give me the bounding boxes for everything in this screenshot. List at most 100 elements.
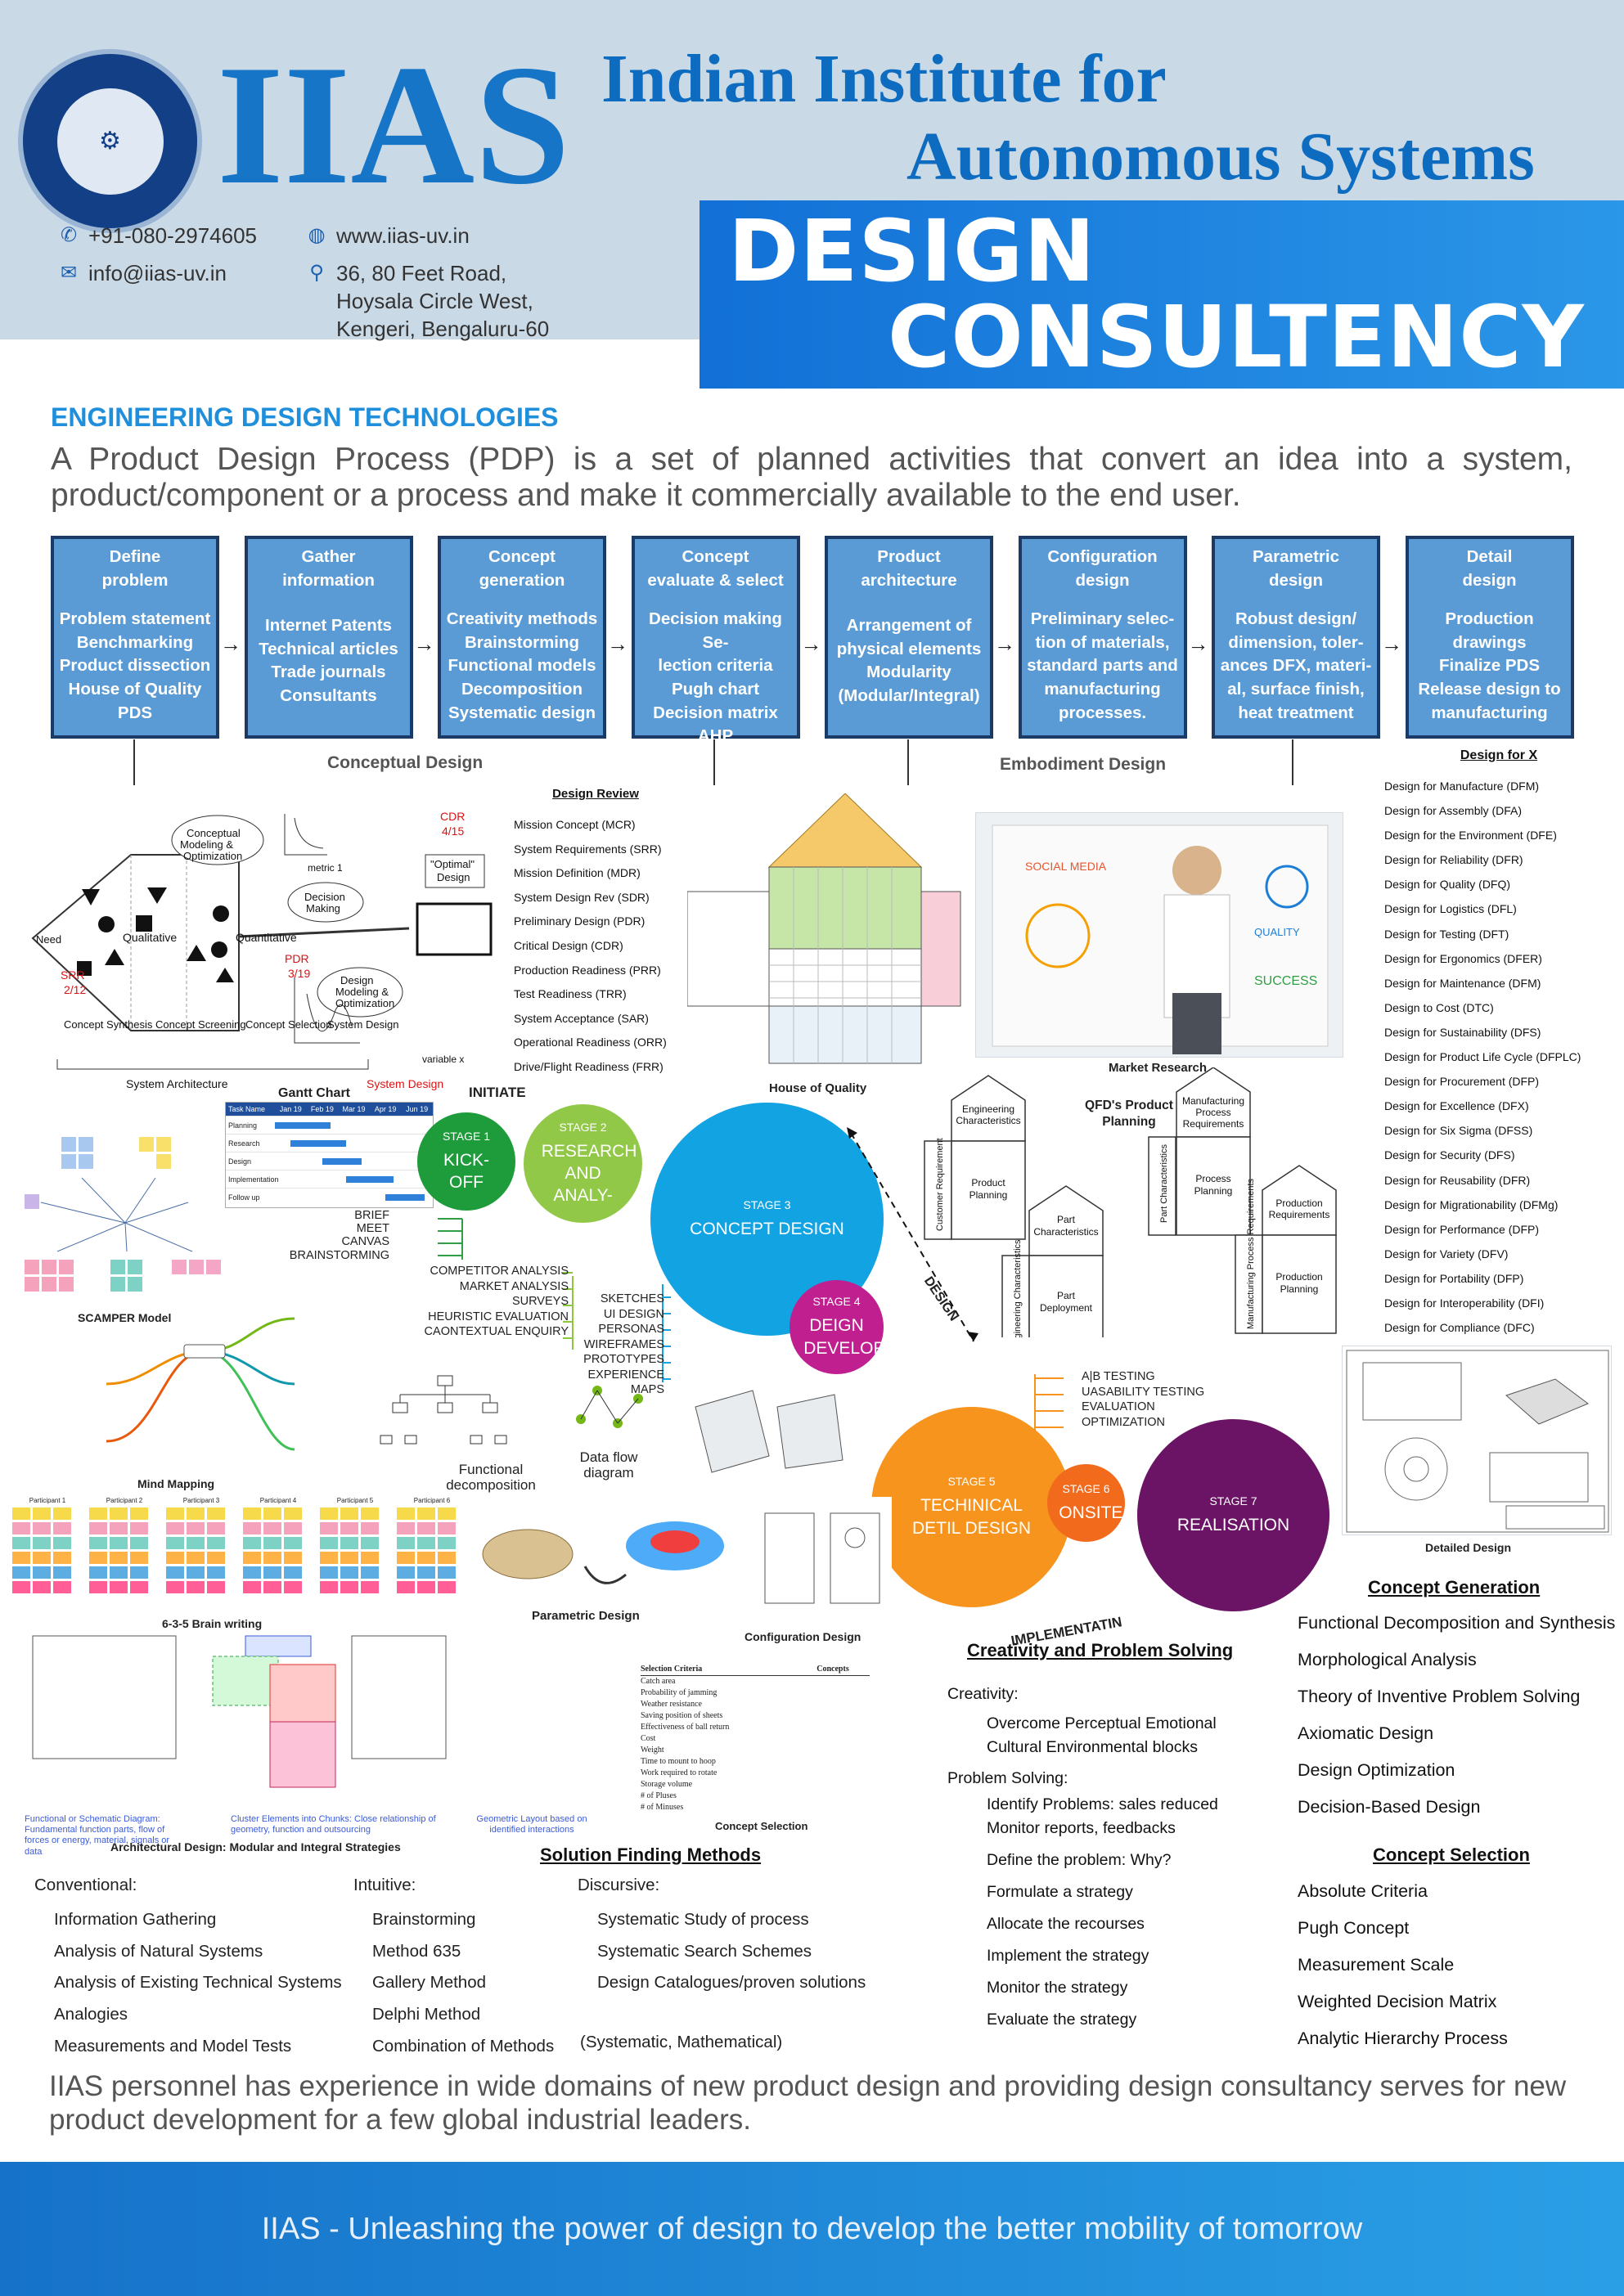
table-row: Cost <box>641 1734 656 1743</box>
list-item: Systematic Study of process <box>597 1910 809 1929</box>
participant-column: Participant 6 <box>397 1497 467 1596</box>
svg-text:2/12: 2/12 <box>64 983 86 996</box>
list-item: Design for Logistics (DFL) <box>1384 902 1517 916</box>
detailed-design-caption: Detailed Design <box>1425 1541 1512 1554</box>
arrow-right-icon: → <box>220 631 241 656</box>
list-item: Design for Six Sigma (DFSS) <box>1384 1124 1533 1138</box>
list-item: HEURISTIC EVALUATION <box>428 1310 569 1323</box>
svg-text:SUCCESS: SUCCESS <box>1254 974 1317 988</box>
parametric-design-image <box>479 1497 732 1607</box>
initiate-label: INITIATE <box>469 1085 526 1100</box>
svg-text:"Optimal": "Optimal" <box>430 858 475 870</box>
svg-text:Part: Part <box>1057 1290 1076 1301</box>
svg-text:Modeling &: Modeling & <box>180 838 233 851</box>
svg-text:Part: Part <box>1057 1214 1076 1225</box>
scamper-caption: SCAMPER Model <box>78 1311 172 1324</box>
system-design-diagram: Need Qualitative Quantitative SRR 2/12 P… <box>31 810 493 1090</box>
arrow-right-icon: → <box>800 631 822 656</box>
svg-text:Manufacturing Process Requirem: Manufacturing Process Requirements <box>1246 1178 1256 1329</box>
solution-finding-title: Solution Finding Methods <box>540 1844 762 1865</box>
svg-text:Requirements: Requirements <box>1183 1118 1244 1130</box>
qfd-caption: QFD's Product Planning <box>1085 1099 1173 1130</box>
arch-note-2: Cluster Elements into Chunks: Close rela… <box>231 1814 436 1835</box>
list-item: SKETCHES <box>600 1292 664 1305</box>
title-consultancy: CONSULTENCY <box>888 287 1585 387</box>
list-item: Gallery Method <box>372 1973 487 1993</box>
svg-text:Planning: Planning <box>1280 1283 1319 1295</box>
svg-text:Decision: Decision <box>304 891 345 903</box>
table-row: Work required to rotate <box>641 1768 718 1777</box>
svg-text:Characteristics: Characteristics <box>1033 1226 1098 1238</box>
svg-text:Production: Production <box>1275 1197 1322 1209</box>
list-item: Design for Compliance (DFC) <box>1384 1321 1535 1335</box>
table-row: # of Pluses <box>641 1791 677 1800</box>
config-caption: Configuration Design <box>745 1630 861 1643</box>
website-contact[interactable]: ◍www.iias-uv.in <box>308 223 470 248</box>
svg-text:Characteristics: Characteristics <box>956 1115 1020 1126</box>
list-item: Design for Sustainability (DFS) <box>1384 1025 1541 1039</box>
func-decomp-caption: Functional decomposition <box>446 1462 536 1493</box>
house-of-quality-caption: House of Quality <box>769 1081 867 1095</box>
globe-icon: ◍ <box>308 224 326 246</box>
participant-column: Participant 5 <box>320 1497 390 1596</box>
svg-text:Production: Production <box>1275 1271 1322 1283</box>
list-item: CANVAS <box>341 1235 389 1249</box>
list-item: Production Readiness (PRR) <box>514 963 661 977</box>
email-contact[interactable]: ✉info@iias-uv.in <box>60 261 227 285</box>
svg-text:Qualitative: Qualitative <box>123 931 177 944</box>
list-item: Critical Design (CDR) <box>514 938 623 952</box>
phone-icon: ✆ <box>60 224 78 246</box>
list-item: Measurements and Model Tests <box>54 2036 292 2056</box>
list-item: WIREFRAMES <box>583 1337 664 1351</box>
arrow-right-icon: → <box>413 631 435 656</box>
list-item: System Acceptance (SAR) <box>514 1011 649 1025</box>
address-contact: ⚲ 36, 80 Feet Road,Hoysala Circle West,K… <box>307 260 549 343</box>
svg-text:4/15: 4/15 <box>442 824 464 838</box>
embodiment-design-label: Embodiment Design <box>1000 755 1167 774</box>
list-item: Systematic Search Schemes <box>597 1941 812 1961</box>
list-item: Morphological Analysis <box>1298 1650 1477 1669</box>
list-item: Delphi Method <box>372 2005 481 2024</box>
gantt-row: Research <box>226 1134 433 1152</box>
iias-logo: ⚙ <box>18 49 202 233</box>
market-research-caption: Market Research <box>1109 1061 1208 1075</box>
svg-text:Planning: Planning <box>969 1189 1008 1201</box>
svg-text:System Design: System Design <box>327 1018 398 1031</box>
participant-column: Participant 4 <box>243 1497 313 1596</box>
list-item: Decision-Based Design <box>1298 1797 1481 1817</box>
svg-text:Making: Making <box>306 902 340 914</box>
participant-column: Participant 3 <box>166 1497 236 1596</box>
list-item: Design for Quality (DFQ) <box>1384 878 1511 892</box>
list-item: Measurement Scale <box>1298 1955 1455 1975</box>
table-row: Weather resistance <box>641 1700 702 1709</box>
list-item: Monitor the strategy <box>987 1979 1128 1997</box>
list-item: Design Catalogues/proven solutions <box>597 1973 866 1993</box>
list-item: Design for Migrationability (DFMg) <box>1384 1197 1559 1211</box>
svg-text:Optimization: Optimization <box>335 997 394 1009</box>
list-item: Design for Assembly (DFA) <box>1384 804 1523 818</box>
svg-text:Product: Product <box>971 1177 1005 1188</box>
design-review-list: Mission Concept (MCR)System Requirements… <box>514 813 667 1080</box>
list-item: PROTOTYPES <box>583 1353 664 1366</box>
list-item: Operational Readiness (ORR) <box>514 1036 667 1049</box>
arch-note-3: Geometric Layout based on identified int… <box>476 1814 587 1835</box>
svg-text:Optimization: Optimization <box>183 850 242 862</box>
list-item: Design for Reusability (DFR) <box>1384 1173 1531 1187</box>
list-item: Theory of Inventive Problem Solving <box>1298 1687 1581 1706</box>
closing-text: IIAS personnel has experience in wide do… <box>49 2070 1567 2136</box>
phone-contact: ✆+91-080-2974605 <box>60 223 258 248</box>
